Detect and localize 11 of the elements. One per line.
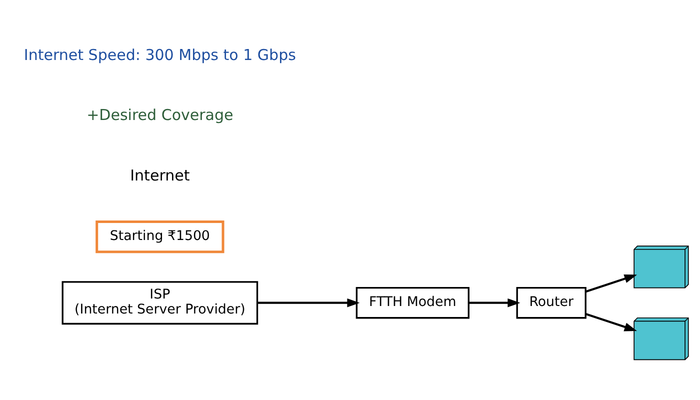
label: +Desired Coverage <box>86 106 234 124</box>
node-box: Router <box>516 286 586 318</box>
arrow <box>257 298 360 307</box>
node-box: Starting ₹1500 <box>96 220 224 253</box>
node-box: FTTH Modem <box>356 286 470 318</box>
arrow <box>468 298 520 307</box>
label: Internet Speed: 300 Mbps to 1 Gbps <box>24 46 296 64</box>
arrow <box>585 274 637 292</box>
label: Internet <box>130 166 190 184</box>
arrow <box>585 312 637 331</box>
node-box: ISP (Internet Server Provider) <box>62 280 258 324</box>
